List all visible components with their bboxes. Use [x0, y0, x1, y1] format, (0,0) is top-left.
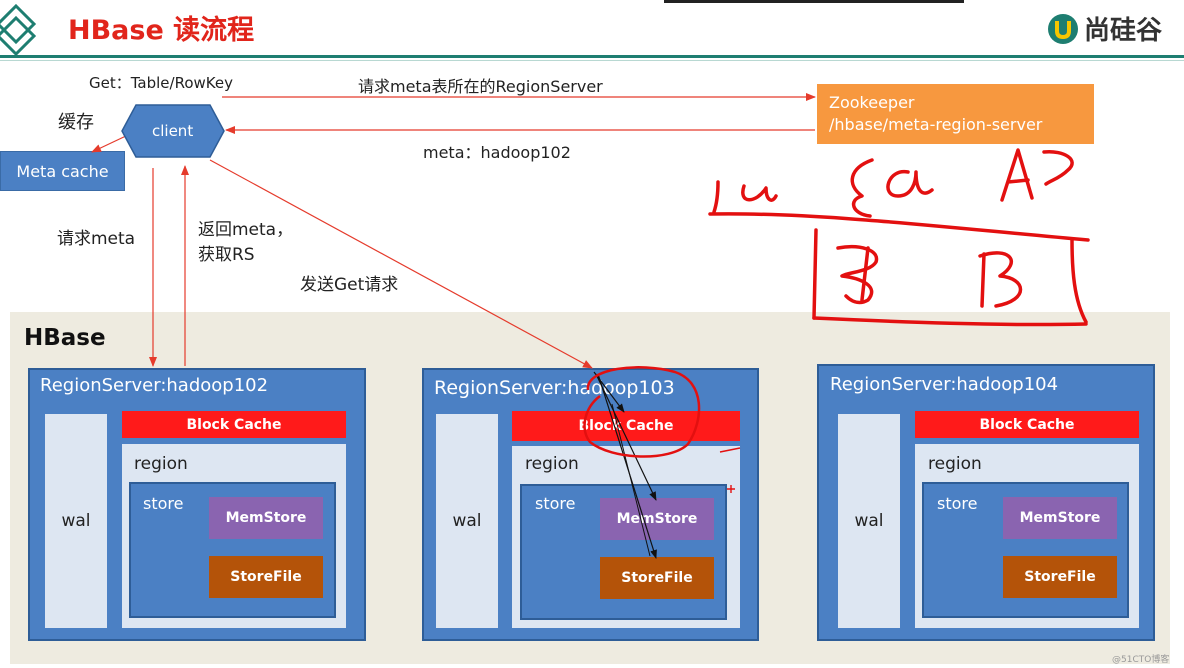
meta-reply-label: meta：hadoop102: [423, 143, 571, 162]
hand-circle: [583, 366, 701, 458]
get-label: Get：Table/RowKey: [89, 74, 233, 92]
client-label: client: [152, 122, 194, 140]
store-label: store: [535, 494, 576, 513]
top-divider: [664, 0, 964, 3]
request-zookeeper-label: 请求meta表所在的RegionServer: [358, 77, 603, 96]
storefile: StoreFile: [209, 556, 323, 598]
logo-diamond-icon: [0, 3, 40, 60]
wal: wal: [436, 414, 498, 628]
request-meta-label: 请求meta: [57, 229, 136, 249]
brand-u-icon: [1048, 13, 1078, 44]
store-label: store: [937, 494, 978, 513]
arrow-cache: [91, 134, 129, 153]
meta-cache-box: Meta cache: [0, 151, 125, 191]
region-label: region: [525, 454, 579, 474]
watermark: @51CTO博客: [1112, 655, 1170, 665]
wal: wal: [838, 414, 900, 628]
header-rule-light: [0, 60, 1184, 61]
regionserver-title: RegionServer:hadoop102: [40, 375, 269, 396]
hand-arrow-extra: [611, 403, 651, 557]
store-label: store: [143, 494, 184, 513]
zookeeper-box: Zookeeper /hbase/meta-region-server: [817, 84, 1094, 144]
client-node: [121, 104, 225, 158]
hand-plus-mark: [727, 485, 735, 493]
regionserver-title: RegionServer:hadoop103: [434, 377, 675, 399]
arrow-send-get: [209, 159, 593, 369]
hand-arrow-memstore: [595, 373, 657, 501]
region-label: region: [928, 454, 982, 474]
get-rs-label: 获取RS: [198, 245, 255, 265]
storefile: StoreFile: [1003, 556, 1117, 598]
page-title: HBase 读流程: [68, 15, 255, 46]
brand-name: 尚硅谷: [1084, 16, 1163, 46]
header-rule: [0, 55, 1184, 58]
cache-label: 缓存: [58, 112, 94, 133]
hand-scribble: [719, 447, 741, 453]
block-cache: Block Cache: [915, 411, 1139, 438]
zookeeper-title: Zookeeper: [829, 93, 915, 112]
wal: wal: [45, 414, 107, 628]
storefile: StoreFile: [600, 557, 714, 599]
regionserver-title: RegionServer:hadoop104: [830, 374, 1059, 395]
meta-cache-label: Meta cache: [16, 161, 109, 181]
return-meta-label: 返回meta，: [198, 220, 294, 240]
send-get-label: 发送Get请求: [300, 275, 399, 295]
zookeeper-path: /hbase/meta-region-server: [829, 115, 1043, 134]
memstore: MemStore: [600, 498, 714, 540]
handwriting-notes: [708, 148, 1090, 327]
region-label: region: [134, 454, 188, 474]
memstore: MemStore: [1003, 497, 1117, 539]
memstore: MemStore: [209, 497, 323, 539]
block-cache: Block Cache: [122, 411, 346, 438]
brand-logo: 尚硅谷: [1046, 10, 1162, 47]
hbase-label: HBase: [24, 325, 106, 351]
